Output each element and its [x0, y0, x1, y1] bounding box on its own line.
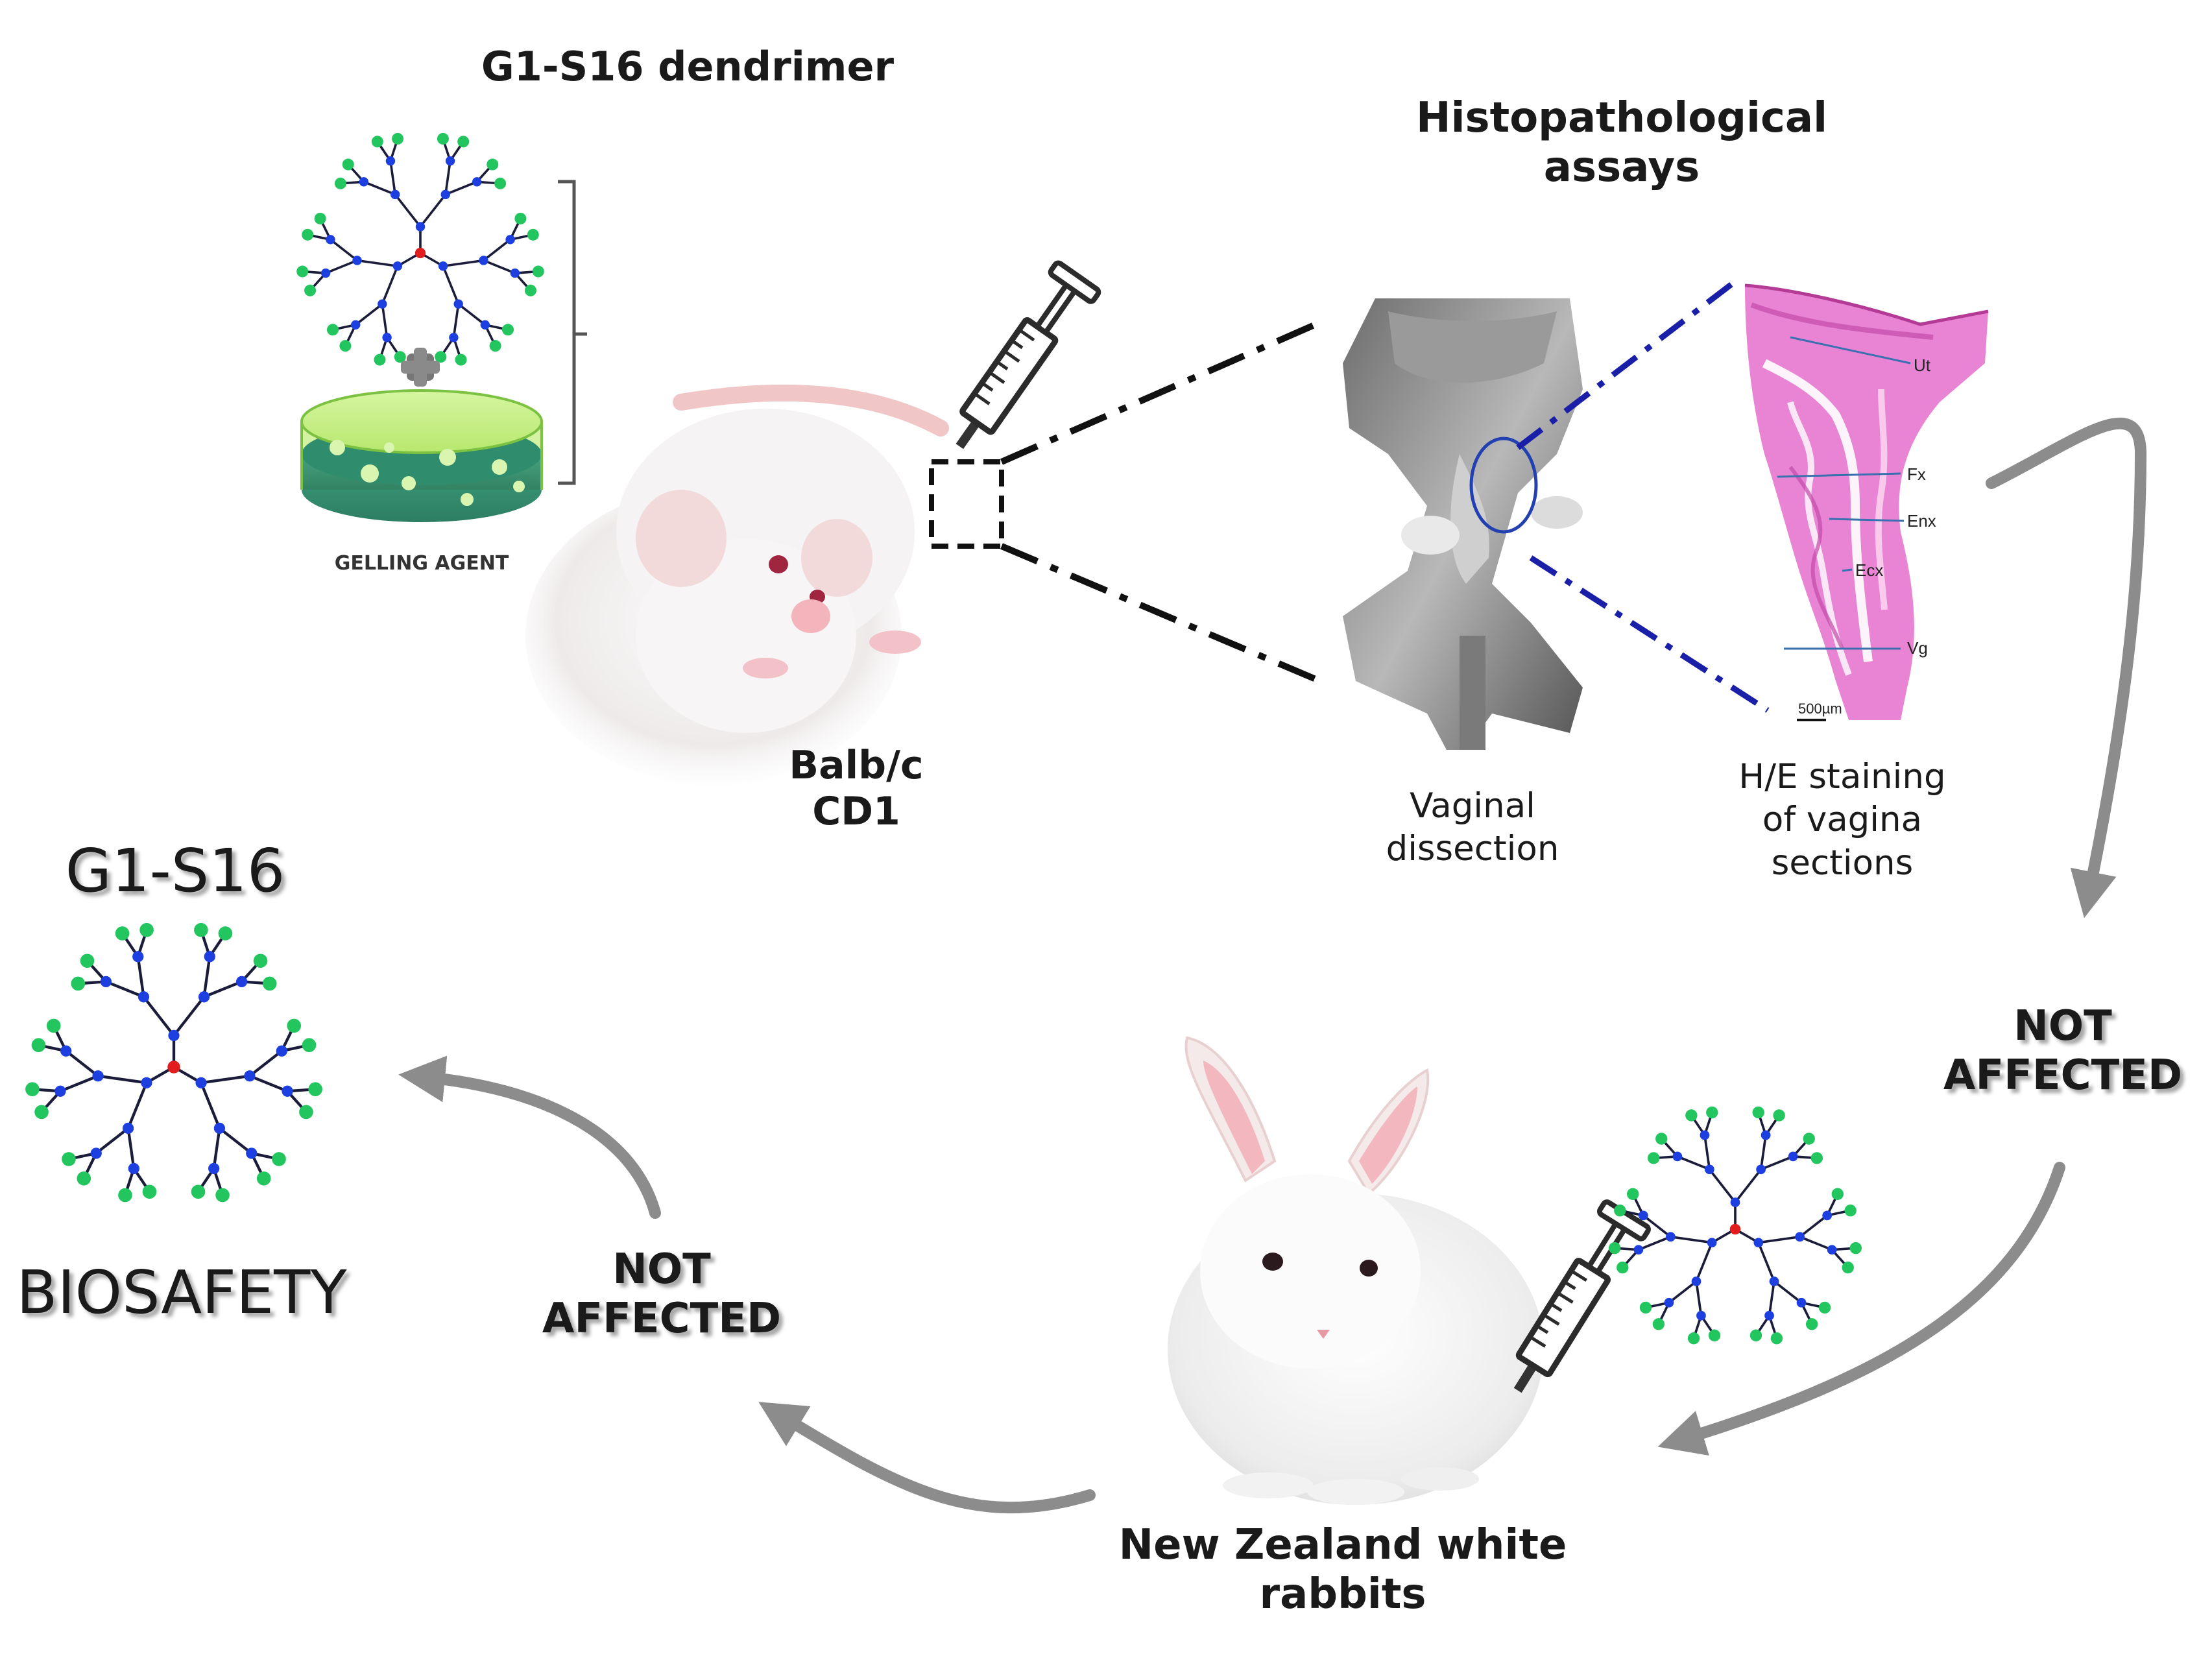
- he-stained-section: [1744, 283, 1989, 721]
- zoom-region-box: [929, 459, 1004, 549]
- flow-arrows: [398, 417, 2147, 1514]
- left-result-label: NOT AFFECTED: [532, 1245, 791, 1343]
- syringe-icon-rabbit: [1513, 1199, 1651, 1393]
- gelling-agent-label: GELLING AGENT: [335, 552, 509, 575]
- rabbit-line2: rabbits: [1259, 1570, 1426, 1618]
- staining-line1: H/E staining: [1738, 757, 1946, 797]
- dendrimer-title: G1-S16 dendrimer: [481, 43, 895, 90]
- histo-title-line2: assays: [1543, 143, 1700, 191]
- staining-line3: sections: [1771, 843, 1914, 883]
- syringe-icon-mouse: [956, 260, 1101, 450]
- zoom-lines-black: [1000, 318, 1325, 686]
- label-vg: Vg: [1907, 638, 1928, 658]
- compound-label: G1-S16: [65, 836, 285, 906]
- plus-icon: [401, 348, 440, 387]
- rabbit-label: New Zealand white rabbits: [1051, 1521, 1635, 1619]
- left-result-line1: NOT: [612, 1245, 711, 1293]
- left-result-line2: AFFECTED: [542, 1294, 782, 1343]
- right-result-line1: NOT: [2014, 1002, 2112, 1050]
- dissection-line2: dissection: [1386, 829, 1559, 869]
- grouping-bracket: [558, 180, 587, 485]
- zoom-lines-blue: [1516, 276, 1770, 713]
- label-ut: Ut: [1914, 355, 1931, 375]
- right-result-line2: AFFECTED: [1943, 1051, 2183, 1099]
- staining-line2: of vagina: [1762, 800, 1923, 840]
- scale-label: 500µm: [1798, 701, 1842, 717]
- rabbit-line1: New Zealand white: [1118, 1521, 1567, 1569]
- mouse-image: [525, 384, 949, 785]
- region-of-interest-ellipse: [1469, 437, 1538, 534]
- histo-title-line1: Histopathological: [1416, 94, 1827, 142]
- histo-title: Histopathological assays: [1382, 94, 1862, 192]
- label-enx: Enx: [1907, 511, 1936, 531]
- rabbit-image: [1168, 1036, 1544, 1505]
- label-ecx: Ecx: [1855, 560, 1883, 580]
- mouse-strain-1: Balb/c: [789, 743, 924, 788]
- dendrimer-biosafety-icon: [25, 922, 322, 1203]
- mouse-strain-label: Balb/c CD1: [739, 743, 973, 835]
- gelling-agent-dish-icon: [300, 389, 543, 522]
- mouse-strain-2: CD1: [812, 788, 900, 834]
- dissection-photo: [1338, 297, 1594, 750]
- dissection-label: Vaginal dissection: [1343, 785, 1602, 871]
- biosafety-label: BIOSAFETY: [16, 1258, 347, 1327]
- dendrimer-top-icon: [296, 132, 544, 366]
- dissection-line1: Vaginal: [1410, 786, 1535, 826]
- label-fx: Fx: [1907, 464, 1926, 484]
- right-result-label: NOT AFFECTED: [1927, 1002, 2199, 1100]
- staining-label: H/E staining of vagina sections: [1693, 756, 1991, 885]
- dendrimer-rabbit-icon: [1608, 1106, 1862, 1345]
